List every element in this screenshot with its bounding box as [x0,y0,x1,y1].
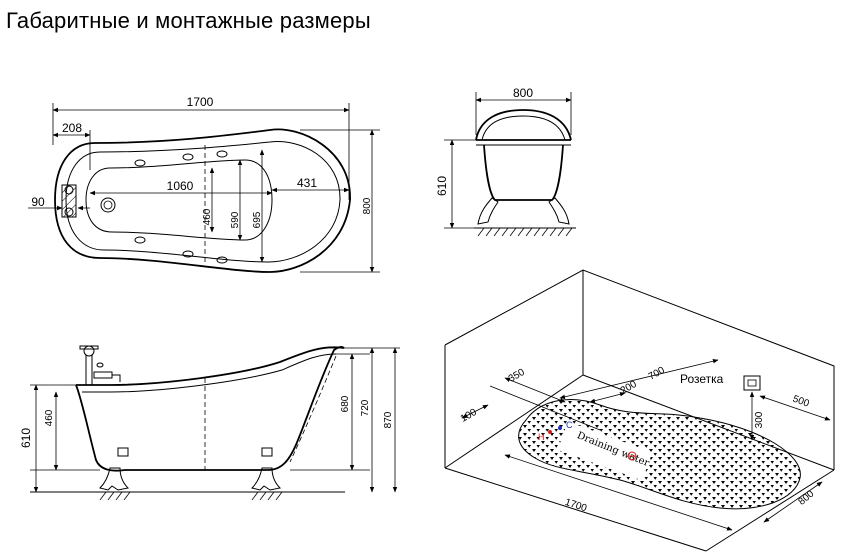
dim-inst-800: 800 [796,488,816,507]
dim-side-870: 870 [383,411,394,428]
cold-water-mark: C [566,420,573,430]
dim-top-90: 90 [31,195,45,209]
socket-icon [743,375,761,391]
dim-inst-100: 100 [459,407,479,425]
dim-inst-350: 350 [507,367,527,385]
end-view-foot-right [548,197,570,225]
dim-side-680: 680 [340,395,351,412]
dim-top-1060: 1060 [167,179,194,193]
side-leg-joint-right [261,447,273,457]
end-view-rim [475,109,572,141]
side-foot-right [251,467,282,491]
top-view: 1700 208 1060 431 90 460 590 695 800 [28,95,380,273]
install-view: Draining water H C Розетка 350 700 200 1… [444,269,835,552]
dim-top-length: 1700 [187,95,214,109]
faucet-knob-bottom [64,207,74,217]
dim-side-610: 610 [19,428,33,448]
end-view-body [483,144,564,201]
top-view-outer-shell [54,128,351,273]
faucet-side [79,345,121,385]
dim-top-460: 460 [202,208,213,225]
dim-side-720: 720 [360,399,371,416]
dim-top-208: 208 [62,121,82,135]
jet-4 [216,150,228,158]
side-foot-left [99,467,130,491]
dim-top-695: 695 [252,211,263,228]
side-view-body [75,346,345,472]
jet-3 [182,153,194,161]
faucet-mount [61,184,77,218]
side-leg-joint-left [117,447,129,457]
drain-hole-inner [103,200,113,210]
jet-2 [134,236,146,244]
side-view: 610 460 680 720 870 [19,345,400,501]
end-view: 800 610 [435,86,576,237]
dim-top-800: 800 [362,197,373,214]
faucet-knob-top [64,185,74,195]
dim-inst-1700: 1700 [563,497,588,514]
dim-top-431: 431 [297,176,317,190]
dim-end-610: 610 [435,176,449,196]
end-view-foot-left [477,197,499,225]
jet-1 [134,159,146,167]
top-view-basin [85,159,273,241]
page-title: Габаритные и монтажные размеры [6,8,371,33]
drain-hole [100,197,116,213]
socket-label: Розетка [680,372,724,386]
jet-6 [182,250,194,258]
hot-water-mark: H [538,432,545,442]
jet-5 [216,256,228,264]
dim-top-590: 590 [230,211,241,228]
dim-inst-300: 300 [754,411,765,428]
dim-inst-700: 700 [647,365,667,383]
dim-inst-200: 200 [619,379,639,397]
room-back-wall [444,269,835,470]
dim-side-460: 460 [44,409,55,426]
top-view-inner-rim [65,141,341,263]
dim-end-800: 800 [513,86,533,100]
